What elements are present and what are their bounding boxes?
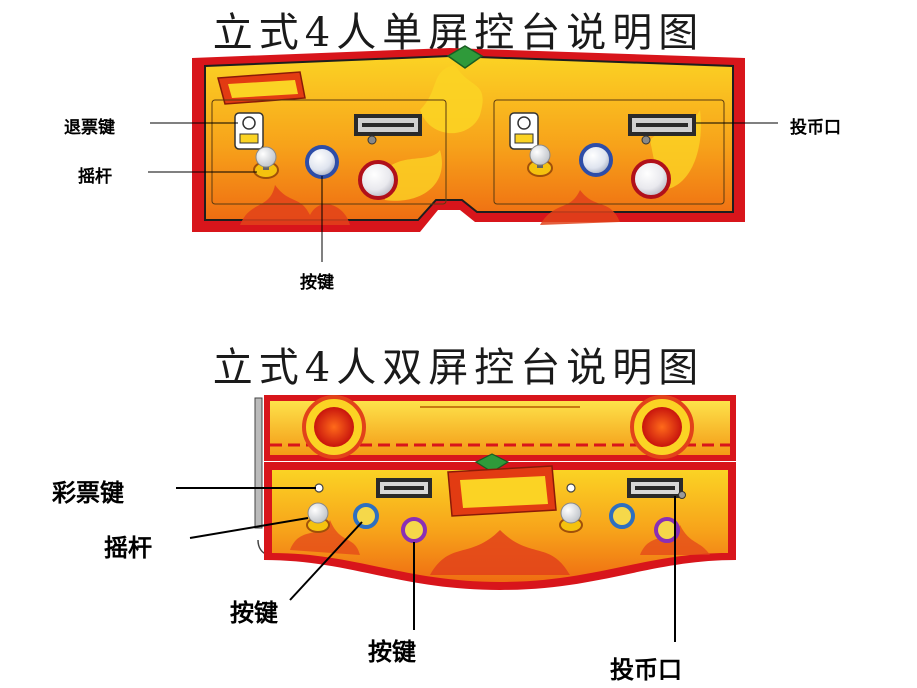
dual-left-button-2 bbox=[401, 517, 427, 543]
dual-right-sun-medallion bbox=[630, 395, 694, 459]
dual-screen-title: 立式4人双屏控台说明图 bbox=[212, 345, 705, 391]
single-ticket-key-label: 退票键 bbox=[64, 118, 115, 138]
single-right-button-blue bbox=[579, 143, 613, 177]
dual-right-joystick bbox=[559, 502, 583, 533]
dual-button-a-leader bbox=[289, 521, 363, 601]
single-left-coin-slot bbox=[354, 114, 422, 145]
dual-coin-slot-label: 投币口 bbox=[610, 656, 682, 684]
single-right-coin-slot bbox=[628, 114, 696, 145]
single-left-button-blue bbox=[305, 145, 339, 179]
dual-left-sun-medallion bbox=[302, 395, 366, 459]
single-button-label: 按键 bbox=[300, 273, 334, 293]
dual-left-ticket-key bbox=[314, 483, 324, 493]
dual-right-coin-slot bbox=[627, 478, 686, 499]
single-left-ticket-dispenser bbox=[234, 112, 264, 150]
single-joystick-label: 摇杆 bbox=[78, 167, 112, 187]
dual-right-button-2 bbox=[654, 517, 680, 543]
dual-right-ticket-key bbox=[566, 483, 576, 493]
single-left-joystick bbox=[253, 146, 279, 179]
dual-joystick-label: 摇杆 bbox=[104, 534, 152, 562]
single-right-button-red bbox=[631, 159, 671, 199]
dual-button-b-label: 按键 bbox=[368, 638, 416, 666]
dual-right-button-1 bbox=[609, 503, 635, 529]
dual-left-coin-slot bbox=[376, 478, 432, 498]
single-right-joystick bbox=[527, 144, 553, 177]
dual-left-joystick bbox=[306, 502, 330, 533]
single-console-panel bbox=[192, 45, 745, 232]
dual-left-button-1 bbox=[353, 503, 379, 529]
dual-joystick-leader bbox=[189, 517, 309, 539]
single-right-ticket-dispenser bbox=[509, 112, 539, 150]
dual-button-a-label: 按键 bbox=[230, 599, 278, 627]
single-left-button-red bbox=[358, 160, 398, 200]
dual-ticket-key-label: 彩票键 bbox=[52, 479, 124, 507]
single-coin-slot-label: 投币口 bbox=[790, 118, 841, 138]
